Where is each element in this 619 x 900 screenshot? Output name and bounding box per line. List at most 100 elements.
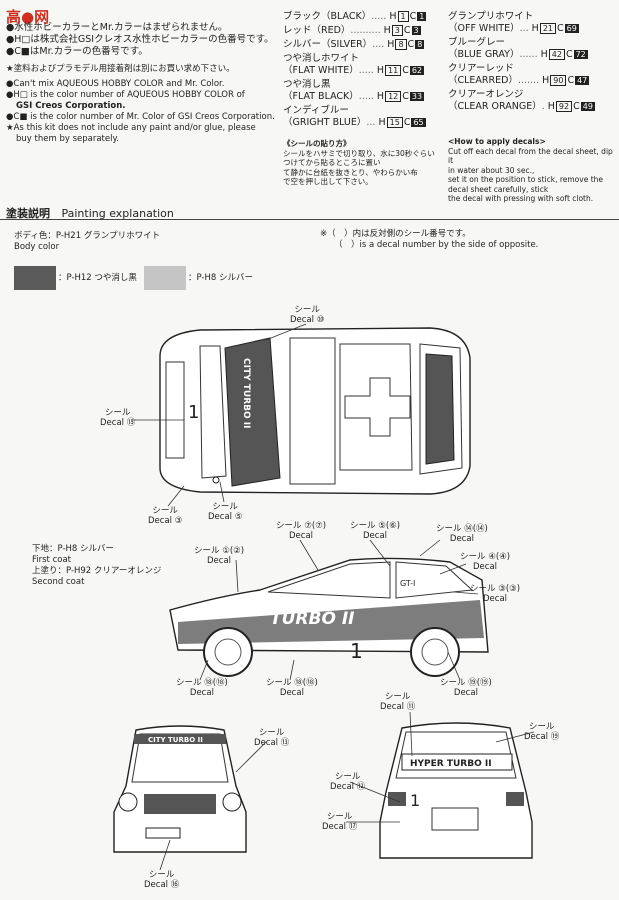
color-name-jp: クリアーオレンジ — [448, 89, 524, 100]
color-name-jp: グランプリホワイト — [448, 11, 534, 22]
callout-side-18a: シール ⑱(⑱)Decal — [176, 678, 228, 698]
color-name: （CLEARRED） — [448, 75, 518, 86]
c-code: 49 — [580, 102, 595, 111]
c-code: 8 — [415, 40, 425, 49]
callout-side-7: シール ⑦(⑦)Decal — [276, 521, 327, 541]
c-code: 1 — [417, 12, 427, 21]
callout-side-14-14: シール ⑭(⑭)Decal — [436, 524, 488, 544]
color-name: （FLAT BLACK） — [283, 91, 359, 102]
top-race-number: 1 — [188, 402, 199, 423]
note-line-1: ●水性ホビーカラーとMr.カラーはまぜられません。 — [6, 22, 228, 33]
callout-side-19-19: シール ⑲(⑲)Decal — [440, 678, 492, 698]
h-code: 3 — [391, 25, 403, 36]
silver-swatch — [144, 266, 186, 290]
c-code: 62 — [409, 66, 425, 75]
painting-title-en: Painting explanation — [61, 207, 174, 220]
decal-instructions-en: <How to apply decals> Cut off each decal… — [448, 137, 616, 204]
color-name-jp: つや消し黒 — [283, 79, 331, 90]
note-en-4b: buy them by separately. — [16, 134, 119, 144]
decal-jp-line: つけてから貼るところに置い — [283, 158, 381, 167]
c-code: 69 — [564, 24, 579, 33]
decal-jp-line: で空を押し出して下さい。 — [283, 177, 373, 186]
color-name: （CLEAR ORANGE） — [448, 101, 542, 112]
callout-side-3-3: シール ③(③)Decal — [470, 584, 521, 604]
h-code: 42 — [548, 49, 565, 60]
decal-jp-line: て静かに台紙を抜きとり、やわらかい布 — [283, 167, 418, 177]
color-name: （OFF WHITE） — [448, 23, 520, 34]
top-side-text: CITY TURBO II — [241, 358, 251, 428]
color-name-jp: インディブルー — [283, 105, 349, 116]
swatch1-label: ：P-H12 つや消し黒 — [58, 273, 137, 283]
body-color-en: Body color — [14, 242, 60, 252]
car-front-view: CITY TURBO II — [113, 725, 247, 853]
c-code: 72 — [573, 50, 588, 59]
body-color-jp: ボディ色：P-H21 グランプリホワイト — [14, 231, 161, 241]
side-turbo-text: TURBO II — [270, 609, 354, 629]
callout-side-5-6: シール ⑤(⑥)Decal — [350, 521, 401, 541]
section-divider — [0, 219, 619, 220]
rear-race-number: 1 — [410, 791, 420, 810]
color-name-jp: ブルーグレー — [448, 37, 506, 48]
decal-en-line: set it on the position to stick, remove … — [448, 175, 604, 184]
callout-side-1-2: シール ①(②)Decal — [194, 546, 245, 566]
note-line-2: ●H□は株式会社GSIクレオス水性ホビーカラーの色番号です。 — [6, 34, 274, 45]
callout-side-4-4: シール ④(④)Decal — [460, 552, 511, 572]
h-code: 11 — [385, 65, 402, 76]
decal-instructions-jp: 《シールの貼り方》 シールをハサミで切り取り、水に30秒ぐらい つけてから貼ると… — [283, 139, 443, 187]
h-code: 15 — [386, 117, 403, 128]
first-coat-jp: 下地：P-H8 シルバー — [32, 544, 115, 554]
flat-black-swatch — [14, 266, 56, 290]
note-en-1: ●Can't mix AQUEOUS HOBBY COLOR and Mr. C… — [6, 79, 225, 89]
color-name: （FLAT WHITE） — [283, 65, 359, 76]
decal-en-title: <How to apply decals> — [448, 137, 546, 146]
painting-header: 塗装説明 Painting explanation — [6, 205, 174, 221]
swatch2-label: ：P-H8 シルバー — [188, 273, 254, 283]
color-name-jp: つや消しホワイト — [283, 53, 360, 64]
decal-en-line: decal sheet carefully, stick — [448, 184, 549, 194]
h-code: 12 — [385, 91, 402, 102]
h-code: 1 — [397, 11, 409, 22]
c-code: 47 — [575, 76, 590, 85]
rear-visor-text: HYPER TURBO II — [410, 759, 492, 769]
decal-en-line: the decal with pressing with soft cloth. — [448, 194, 594, 203]
note-en-2b: GSI Creos Corporation. — [16, 101, 126, 111]
site-watermark: 高●网 — [6, 8, 50, 26]
side-race-number: 1 — [350, 639, 363, 663]
front-visor-text: CITY TURBO II — [148, 736, 203, 744]
second-coat-jp: 上塗り：P-H92 クリアーオレンジ — [32, 566, 162, 576]
car-top-view: 1 CITY TURBO II — [159, 327, 471, 495]
note-en-4: ★As this kit does not include any paint … — [6, 123, 256, 133]
decal-number-note: ※（ ）内は反対側のシール番号です。 （ ）is a decal number … — [320, 229, 538, 251]
side-gt-text: GT-I — [400, 579, 415, 588]
color-name: ブラック（BLACK） — [283, 11, 372, 22]
body-color-note: ボディ色：P-H21 グランプリホワイト Body color — [14, 231, 160, 253]
note-en-3: ●C■ is the color number of Mr. Color of … — [6, 112, 275, 122]
second-coat-en: Second coat — [32, 577, 85, 587]
note-line-3: ●C■はMr.カラーの色番号です。 — [6, 46, 148, 57]
color-name: （BLUE GRAY） — [448, 49, 520, 60]
color-name: レッド（RED） — [283, 25, 351, 36]
h-code: 92 — [555, 101, 573, 112]
h-code: 90 — [550, 75, 567, 86]
note-line-4: ★塗料およびプラモデル用接着剤は別にお買い求め下さい。 — [6, 64, 235, 74]
h-code: 21 — [539, 23, 556, 34]
decal-en-line: in water about 30 sec., — [448, 165, 535, 175]
